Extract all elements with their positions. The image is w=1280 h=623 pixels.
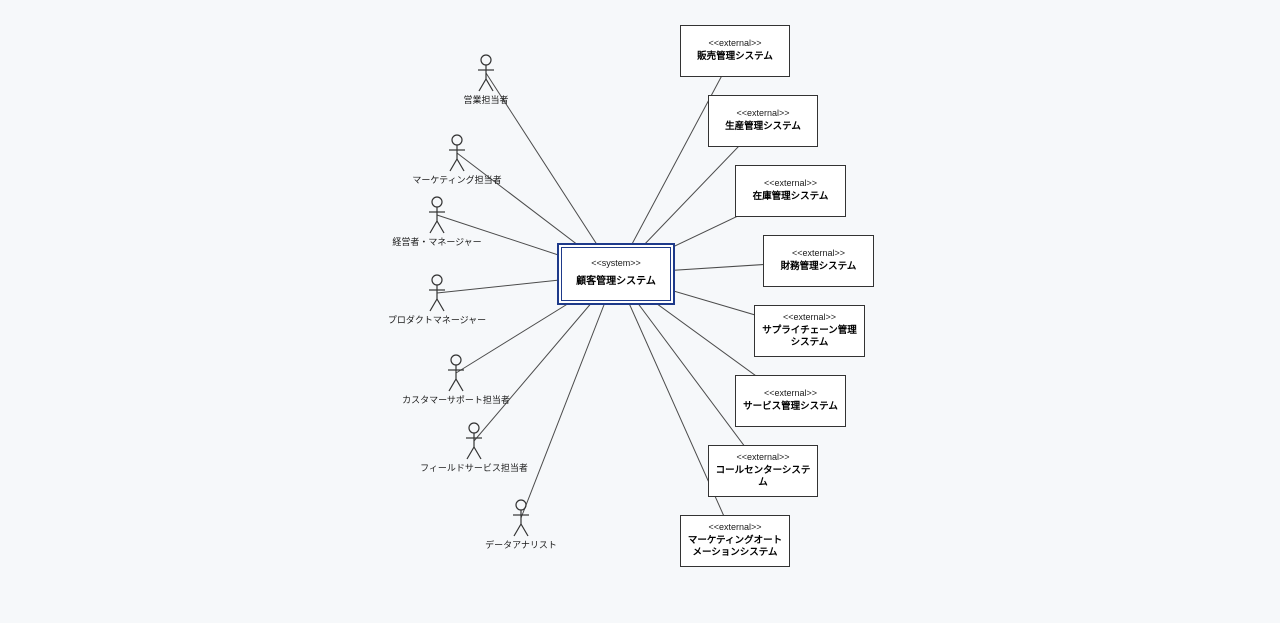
- connector-line: [615, 50, 736, 275]
- actor-head: [515, 499, 527, 511]
- external-system-name: 財務管理システム: [780, 261, 857, 272]
- system-name: 顧客管理システム: [576, 276, 656, 288]
- actor-head: [450, 354, 462, 366]
- actor-label: プロダクトマネージャー: [387, 315, 487, 325]
- external-system-node: <<external>> サプライチェーン管理システム: [754, 305, 865, 357]
- external-stereotype-label: <<external>>: [708, 522, 762, 533]
- connector-line: [615, 273, 736, 542]
- external-stereotype-label: <<external>>: [763, 388, 818, 399]
- actor-label: フィールドサービス担当者: [420, 463, 528, 473]
- external-system-node: <<external>> サービス管理システム: [735, 375, 846, 427]
- actor-figure: [429, 196, 445, 234]
- external-system-node: <<external>> 財務管理システム: [763, 235, 874, 287]
- external-system-name: コールセンターシステム: [715, 465, 811, 488]
- connector-line: [485, 72, 617, 275]
- actor-figure: [429, 274, 445, 312]
- external-system-node: <<external>> コールセンターシステム: [708, 445, 818, 497]
- actor-label: マーケティング担当者: [412, 175, 502, 185]
- external-stereotype-label: <<external>>: [782, 312, 837, 323]
- external-system-name: 在庫管理システム: [752, 191, 829, 202]
- actor-label: 経営者・マネージャー: [392, 237, 482, 247]
- actor-figure: [478, 54, 494, 92]
- system-stereotype-label: <<system>>: [591, 258, 641, 269]
- connector-line: [615, 273, 764, 472]
- external-system-node: <<external>> 販売管理システム: [680, 25, 790, 77]
- actor-head: [480, 54, 492, 66]
- external-stereotype-label: <<external>>: [708, 38, 762, 49]
- external-system-name: サプライチェーン管理システム: [762, 325, 857, 348]
- external-system-name: サービス管理システム: [743, 401, 838, 412]
- external-stereotype-label: <<external>>: [736, 108, 790, 119]
- external-stereotype-label: <<external>>: [736, 452, 790, 463]
- actor-label: データアナリスト: [485, 540, 557, 550]
- actor-head: [431, 196, 443, 208]
- external-system-name: 生産管理システム: [725, 121, 801, 132]
- actor-figure: [448, 354, 464, 392]
- external-system-node: <<external>> 在庫管理システム: [735, 165, 846, 217]
- external-system-node: <<external>> 生産管理システム: [708, 95, 818, 147]
- actor-head: [431, 274, 443, 286]
- actor-figure: [449, 134, 465, 172]
- system-node: <<system>> 顧客管理システム: [557, 243, 675, 305]
- actor-figure: [513, 499, 529, 537]
- actor-label: カスタマーサポート担当者: [402, 395, 510, 405]
- actor-head: [451, 134, 463, 146]
- external-system-name: 販売管理システム: [697, 51, 773, 62]
- connector-line: [520, 273, 617, 519]
- external-stereotype-label: <<external>>: [791, 248, 846, 259]
- actor-figure: [466, 422, 482, 460]
- external-stereotype-label: <<external>>: [763, 178, 818, 189]
- actor-head: [468, 422, 480, 434]
- external-system-name: マーケティングオートメーションシステム: [687, 535, 783, 558]
- actor-label: 営業担当者: [463, 95, 509, 105]
- external-system-node: <<external>> マーケティングオートメーションシステム: [680, 515, 790, 567]
